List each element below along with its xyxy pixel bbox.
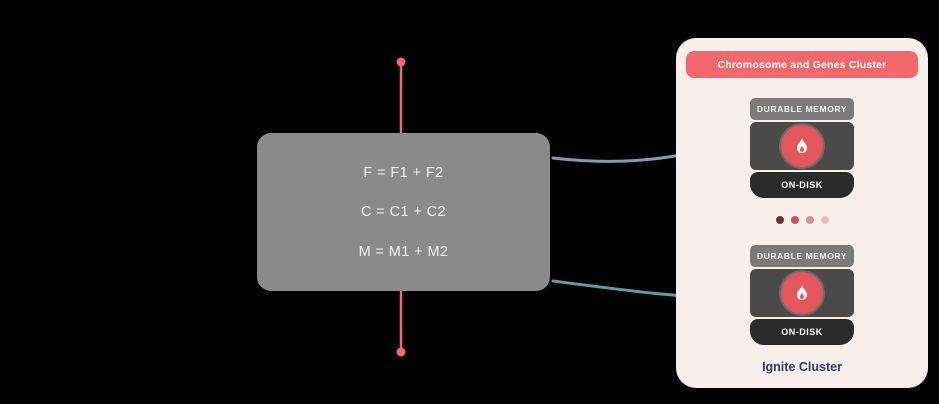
ellipsis-dot: [775, 216, 784, 224]
cluster-footer-label: Ignite Cluster: [762, 360, 842, 374]
formula-line-m: M = M1 + M2: [358, 243, 449, 260]
durable-memory-label: DURABLE MEMORY: [750, 98, 854, 120]
ignite-node-2: DURABLE MEMORY ON-DISK: [750, 245, 854, 345]
formula-line-f: F = F1 + F2: [363, 164, 444, 181]
formula-line-c: C = C1 + C2: [361, 204, 446, 220]
timeline-dot-bottom: [396, 347, 406, 357]
on-disk-label: ON-DISK: [750, 319, 854, 345]
ignite-flame-icon: [781, 272, 823, 314]
node-ellipsis-dots: [676, 216, 928, 224]
ellipsis-dot: [805, 216, 814, 224]
ellipsis-dot: [790, 216, 799, 224]
ignite-node-1-body: [750, 122, 854, 170]
ellipsis-dot: [820, 216, 829, 224]
cluster-header: Chromosome and Genes Cluster: [686, 51, 918, 78]
cluster-header-label: Chromosome and Genes Cluster: [717, 58, 887, 71]
ignite-node-1: DURABLE MEMORY ON-DISK: [750, 98, 854, 198]
timeline-dot-top: [396, 57, 406, 67]
ignite-flame-icon: [781, 125, 823, 167]
timeline-line: [396, 57, 406, 357]
ignite-node-2-body: [750, 269, 854, 317]
durable-memory-label: DURABLE MEMORY: [750, 245, 854, 267]
on-disk-label: ON-DISK: [750, 172, 854, 198]
formula-box: F = F1 + F2 C = C1 + C2 M = M1 + M2: [257, 133, 550, 291]
ignite-cluster-panel: Chromosome and Genes Cluster DURABLE MEM…: [676, 38, 928, 388]
